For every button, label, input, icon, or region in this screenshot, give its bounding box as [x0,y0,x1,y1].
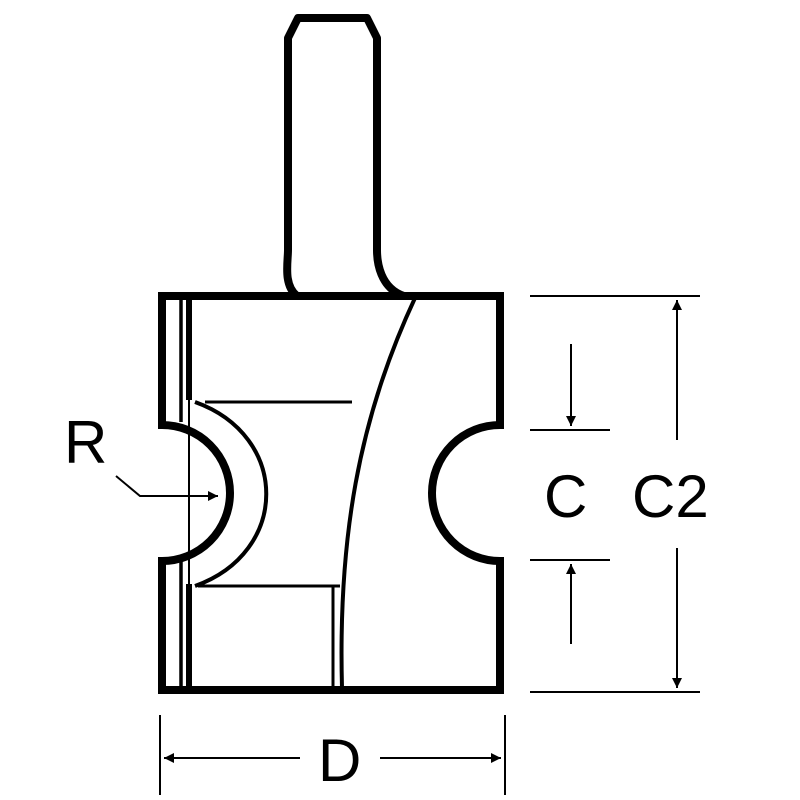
diameter-dimension [159,715,506,795]
cut-height-label: C [544,463,587,530]
bit-shank [283,14,406,300]
diameter-label: D [318,727,361,794]
overall-height-label: C2 [632,463,709,530]
cutting-edge-detail [179,297,417,689]
cutter-body-outline [158,292,504,694]
radius-leader-arrow [115,475,218,501]
radius-label: R [64,409,107,476]
cut-height-dimension [530,344,610,644]
overall-height-dimension [530,295,700,693]
